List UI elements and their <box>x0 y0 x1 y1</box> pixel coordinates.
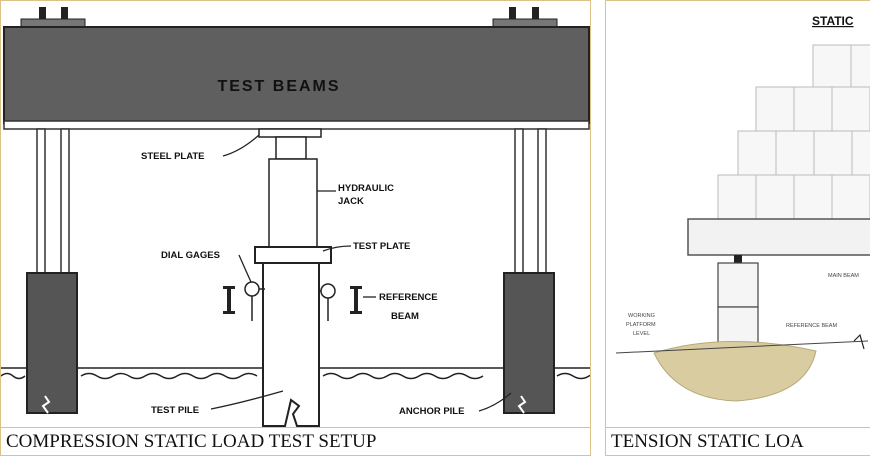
anchor-pile-right <box>503 272 555 414</box>
compression-test-panel: TEST BEAMS <box>0 0 591 456</box>
test-plate <box>254 246 332 264</box>
compression-test-diagram: TEST BEAMS <box>1 7 590 427</box>
test-pile-label: TEST PILE <box>151 405 199 416</box>
test-pile <box>262 262 320 427</box>
tie-rods-left <box>36 128 70 274</box>
reference-beam-label: REFERENCE BEAM <box>786 323 837 329</box>
working-platform-label-2: PLATFORM <box>626 322 656 328</box>
hydraulic-jack-label-2: JACK <box>338 196 364 207</box>
leader-lines <box>210 134 512 412</box>
anchor-bolts-right <box>492 7 558 28</box>
anchor-bolts-left <box>20 7 86 28</box>
ground-surface <box>1 367 590 380</box>
soil-mound <box>653 340 817 402</box>
reference-beam-left <box>223 286 235 314</box>
test-beam <box>3 26 590 124</box>
kentledge-blocks <box>717 44 870 220</box>
steel-plate-label: STEEL PLATE <box>141 151 205 162</box>
test-beams-label: TEST BEAMS <box>217 78 340 95</box>
reference-beam-right <box>350 286 362 314</box>
jack-ram <box>275 136 307 160</box>
anchor-pile-left <box>26 272 78 414</box>
ground-line <box>615 340 869 354</box>
main-beam <box>687 218 870 256</box>
working-platform-label-3: LEVEL <box>633 331 650 337</box>
main-beam-label: MAIN BEAM <box>828 273 859 279</box>
static-title: STATIC <box>812 14 854 28</box>
dial-gage-right <box>319 283 336 321</box>
beam-connector <box>734 255 742 263</box>
tension-test-diagram: STATIC WORKING PLATFORM LEVEL REFERENCE … <box>615 14 870 402</box>
compression-caption: COMPRESSION STATIC LOAD TEST SETUP <box>1 427 590 455</box>
working-platform-label-1: WORKING <box>628 313 655 319</box>
steel-plate <box>258 128 322 138</box>
tension-test-panel: STATIC WORKING PLATFORM LEVEL REFERENCE … <box>605 0 870 456</box>
dial-gages-label: DIAL GAGES <box>161 250 220 261</box>
reference-beam-label-2: BEAM <box>391 311 419 322</box>
hydraulic-jack <box>268 158 318 248</box>
reference-beam-label-1: REFERENCE <box>379 292 438 303</box>
hydraulic-jack-label-1: HYDRAULIC <box>338 183 394 194</box>
jack-column-upper <box>717 262 759 308</box>
anchor-pile-label: ANCHOR PILE <box>399 406 464 417</box>
test-plate-label: TEST PLATE <box>353 241 410 252</box>
tension-caption: TENSION STATIC LOA <box>606 427 870 455</box>
dial-gage-left <box>244 281 265 321</box>
tie-rods-right <box>514 128 547 274</box>
